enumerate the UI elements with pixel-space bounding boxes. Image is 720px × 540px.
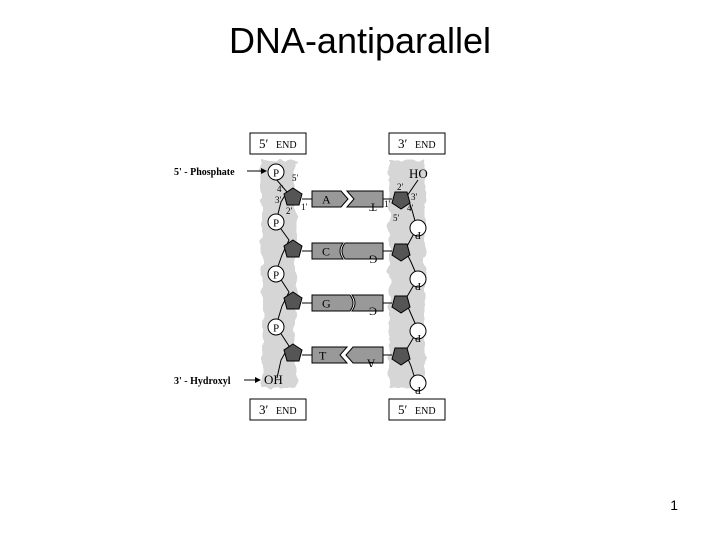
base-left bbox=[311, 242, 344, 260]
carbon-label: 2′ bbox=[286, 206, 293, 216]
base-pair-t-a: T A bbox=[311, 346, 384, 371]
arrowhead-icon bbox=[261, 168, 267, 174]
base-pair-c-g: C G bbox=[311, 242, 384, 267]
phosphate-icon: P bbox=[267, 213, 285, 231]
phosphate-icon: P bbox=[267, 163, 285, 181]
phosphate-symbol: P bbox=[415, 332, 421, 344]
end-label-number: 3′ bbox=[259, 402, 269, 417]
base-left bbox=[311, 294, 354, 312]
base-right bbox=[351, 294, 384, 312]
left-carbon-labels: 5′ 4′ 3′ 2′ 1′ bbox=[275, 173, 308, 216]
end-label-word: END bbox=[415, 140, 436, 151]
phosphate-symbol: P bbox=[415, 280, 421, 292]
base-letter: A bbox=[322, 193, 331, 207]
right-sugars bbox=[391, 191, 411, 366]
sugar-pentagon-icon bbox=[283, 187, 303, 206]
base-pair-g-c: G C bbox=[311, 294, 384, 319]
right-hydroxyl-group: HO bbox=[409, 166, 428, 181]
carbon-label: 3′ bbox=[411, 192, 418, 202]
carbon-label: 1′ bbox=[301, 202, 308, 212]
carbon-label: 1′ bbox=[384, 199, 391, 209]
right-phosphates: P P P P bbox=[409, 219, 427, 396]
end-label-word: END bbox=[276, 140, 297, 151]
sugar-pentagon-icon bbox=[283, 343, 303, 362]
phosphate-symbol: P bbox=[415, 384, 421, 396]
carbon-label: 5′ bbox=[393, 213, 400, 223]
carbon-label: 3′ bbox=[275, 195, 282, 205]
phosphate-icon: P bbox=[409, 322, 427, 344]
end-label-word: END bbox=[415, 406, 436, 417]
sugar-pentagon-icon bbox=[391, 295, 411, 314]
sugar-pentagon-icon bbox=[391, 191, 411, 210]
base-right bbox=[345, 190, 384, 208]
base-right bbox=[341, 242, 384, 260]
base-letter: C bbox=[322, 245, 330, 259]
left-bottom-end-box: 3′ END bbox=[249, 398, 307, 421]
sugar-pentagon-icon bbox=[283, 291, 303, 310]
arrowhead-icon bbox=[255, 377, 261, 383]
sugar-pentagon-icon bbox=[391, 243, 411, 262]
left-hydroxyl-group: OH bbox=[264, 372, 283, 387]
phosphate-symbol: P bbox=[273, 168, 279, 180]
phosphate-icon: P bbox=[409, 374, 427, 396]
carbon-label: 4′ bbox=[407, 203, 414, 213]
phosphate-symbol: P bbox=[415, 229, 421, 241]
end-label-number: 3′ bbox=[398, 136, 408, 151]
base-letter: T bbox=[319, 349, 327, 363]
left-sugars bbox=[283, 187, 303, 362]
base-letter: G bbox=[368, 253, 377, 267]
end-label-number: 5′ bbox=[398, 402, 408, 417]
carbon-label: 2′ bbox=[397, 182, 404, 192]
phosphate-symbol: P bbox=[273, 270, 279, 282]
slide-number: 1 bbox=[670, 497, 678, 513]
phosphate-icon: P bbox=[409, 270, 427, 292]
phosphate-symbol: P bbox=[273, 218, 279, 230]
phosphate-icon: P bbox=[267, 265, 285, 283]
hydroxyl-callout: 3' - Hydroxyl bbox=[174, 376, 231, 387]
phosphate-symbol: P bbox=[273, 323, 279, 335]
sugar-pentagon-icon bbox=[391, 347, 411, 366]
sugar-base-links bbox=[302, 198, 392, 356]
end-label-number: 5′ bbox=[259, 136, 269, 151]
carbon-label: 4′ bbox=[277, 184, 284, 194]
phosphate-icon: P bbox=[409, 219, 427, 241]
base-letter: T bbox=[369, 201, 377, 215]
end-label-word: END bbox=[276, 406, 297, 417]
base-pair-a-t: A T bbox=[311, 190, 384, 215]
sugar-pentagon-icon bbox=[283, 239, 303, 258]
base-letter: G bbox=[322, 297, 331, 311]
right-bottom-end-box: 5′ END bbox=[388, 398, 446, 421]
carbon-label: 5′ bbox=[292, 173, 299, 183]
slide-title: DNA-antiparallel bbox=[228, 20, 492, 61]
base-letter: A bbox=[366, 357, 375, 371]
left-top-end-box: 5′ END bbox=[249, 132, 307, 155]
phosphate-callout: 5' - Phosphate bbox=[174, 167, 235, 178]
base-letter: C bbox=[369, 305, 377, 319]
base-left bbox=[311, 346, 349, 364]
right-top-end-box: 3′ END bbox=[388, 132, 446, 155]
base-left bbox=[311, 190, 349, 208]
phosphate-icon: P bbox=[267, 318, 285, 336]
base-right bbox=[345, 346, 384, 364]
left-phosphates: P P P P bbox=[267, 163, 285, 336]
right-carbon-labels: 2′ 3′ 1′ 5′ 4′ bbox=[384, 182, 418, 223]
